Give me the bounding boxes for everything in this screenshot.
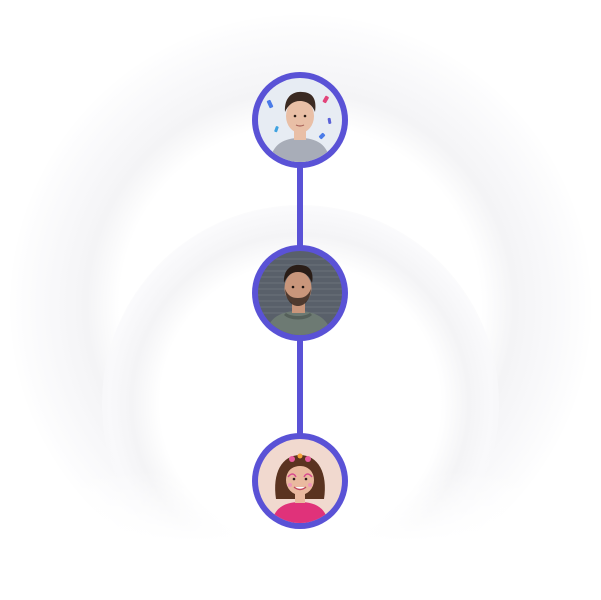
connector-line-2 [297,338,303,438]
avatar-photo-2 [258,251,342,335]
avatar-photo-3 [258,439,342,523]
avatar-photo-1 [258,78,342,162]
avatar-young-man-icon [258,78,342,162]
avatar-girl-face-paint-icon [258,439,342,523]
avatar-node-1[interactable] [252,72,348,168]
avatar-node-3[interactable] [252,433,348,529]
avatar-bearded-man-icon [258,251,342,335]
avatar-node-2[interactable] [252,245,348,341]
connector-line-1 [297,165,303,250]
